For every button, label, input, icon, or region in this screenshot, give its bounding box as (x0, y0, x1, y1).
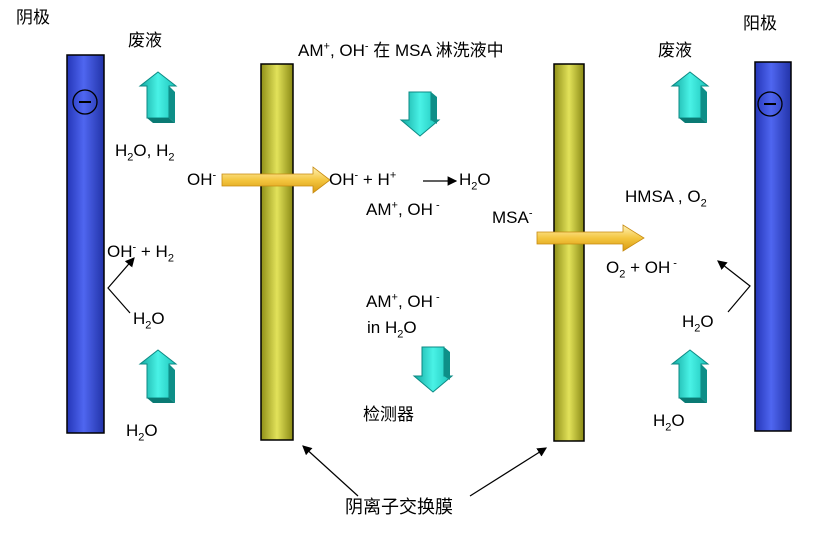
cathode-reaction-label: OH- + H2 (107, 241, 174, 265)
membrane-right (553, 63, 585, 442)
anode-sign-icon (757, 91, 783, 117)
anode-products-label: HMSA , O2 (625, 187, 707, 210)
flow-arrow-down-center-top (399, 91, 441, 137)
cathode-label: 阴极 (16, 8, 50, 27)
oh-migrating-label: OH- (187, 169, 217, 189)
water-in-right-label: H2O (653, 411, 685, 434)
cathode-electrode (66, 54, 105, 434)
msa-migration-arrow (536, 224, 645, 252)
am-oh-in-water-label-1: AM+, OH - (366, 291, 440, 311)
water-product-label: H2O (459, 170, 491, 193)
flow-arrow-down-center-bottom (412, 346, 454, 393)
water-in-left-label: H2O (126, 421, 158, 444)
oh-migration-arrow (221, 166, 331, 194)
am-oh-in-water-label-2: in H2O (367, 318, 417, 341)
eluent-label: AM+, OH- 在 MSA 淋洗液中 (298, 40, 504, 60)
waste-label-left: 废液 (128, 31, 162, 50)
waste-label-right: 废液 (658, 41, 692, 60)
flow-arrow-up-right-bottom (670, 349, 710, 403)
msa-migrating-label: MSA- (492, 207, 533, 227)
anode-water-label: H2O (682, 312, 714, 335)
detector-label: 检测器 (363, 405, 414, 424)
am-oh-mid-label: AM+, OH - (366, 199, 440, 219)
membrane-label: 阴离子交换膜 (345, 497, 453, 517)
cathode-reaction-arrow (107, 257, 135, 314)
anode-reaction-label: O2 + OH - (606, 257, 677, 281)
neutralization-label: OH- + H+ (329, 169, 397, 189)
anode-reaction-arrow (717, 260, 751, 313)
flow-arrow-up-right-top (670, 71, 710, 123)
flow-arrow-up-left-top (138, 71, 178, 123)
membrane-left (260, 63, 294, 441)
cathode-gas-label: H2O, H2 (115, 141, 175, 164)
membrane-pointer-left (302, 445, 359, 497)
membrane-pointer-right (469, 447, 548, 497)
anode-electrode (754, 61, 792, 432)
anode-label: 阳极 (743, 14, 777, 33)
flow-arrow-up-left-bottom (138, 349, 178, 403)
cathode-water-label: H2O (133, 309, 165, 332)
cathode-sign-icon (72, 89, 98, 115)
